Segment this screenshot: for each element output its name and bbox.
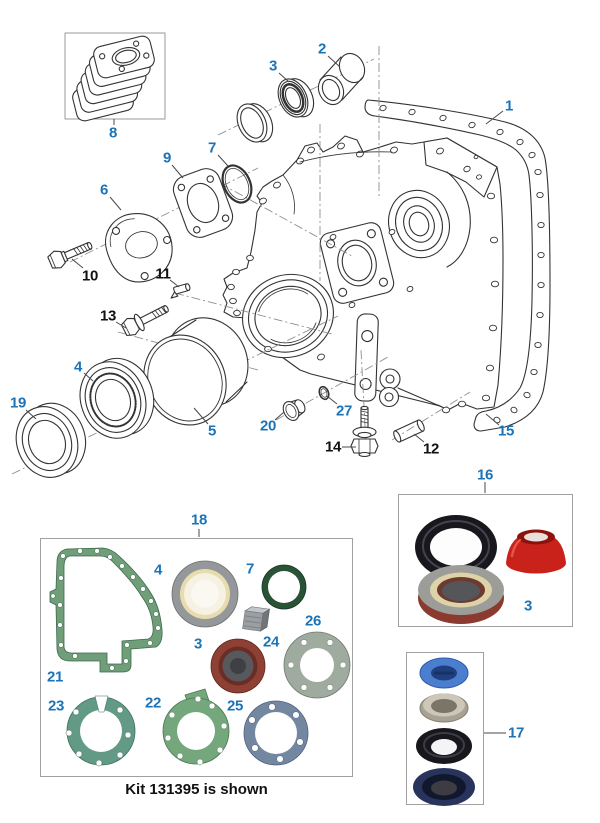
red-cone-seal-photo <box>506 529 566 574</box>
kit-gasket-22 <box>162 688 230 766</box>
callout-19[interactable]: 19 <box>9 394 27 412</box>
callout-box16-3[interactable]: 3 <box>523 597 533 615</box>
callout-17[interactable]: 17 <box>507 724 525 742</box>
callout-20[interactable]: 20 <box>259 417 277 435</box>
timing-cover-drawing <box>222 135 504 414</box>
callout-6[interactable]: 6 <box>99 181 109 199</box>
gasket-9 <box>172 168 234 238</box>
kit-seal-4 <box>171 560 239 628</box>
callout-10: 10 <box>81 267 99 285</box>
callout-8[interactable]: 8 <box>108 124 118 142</box>
callout-kit-24[interactable]: 24 <box>262 633 280 651</box>
callout-1[interactable]: 1 <box>504 97 514 115</box>
callout-13: 13 <box>99 307 117 325</box>
callout-3[interactable]: 3 <box>268 57 278 75</box>
kit-seal-3 <box>210 638 266 694</box>
seal-ring-inner <box>236 103 274 143</box>
loose-parts <box>15 32 425 478</box>
callout-5[interactable]: 5 <box>207 422 217 440</box>
callout-kit-4[interactable]: 4 <box>153 561 163 579</box>
kit-gasket-21 <box>49 547 163 673</box>
callout-9[interactable]: 9 <box>162 149 172 167</box>
callout-18[interactable]: 18 <box>190 511 208 529</box>
kit-box-18 <box>40 538 353 777</box>
kit-gasket-23 <box>65 695 136 767</box>
seal-box-16 <box>398 494 573 627</box>
bolt-14 <box>350 405 379 458</box>
sleeve-5 <box>143 317 249 426</box>
bushing-2 <box>317 52 366 106</box>
callout-kit-26[interactable]: 26 <box>304 612 322 630</box>
bolt-10 <box>47 241 93 269</box>
pin-12 <box>393 419 425 443</box>
blue-ring-photo <box>419 657 469 689</box>
plug-11 <box>170 283 191 299</box>
seal-4 <box>79 357 155 439</box>
o-ring-7 <box>221 164 253 204</box>
seal-19 <box>15 402 87 478</box>
kit-caption: Kit 131395 is shown <box>125 781 268 798</box>
sleeve-box-17 <box>406 652 484 806</box>
callout-7[interactable]: 7 <box>207 139 217 157</box>
ring-27 <box>318 385 330 401</box>
callout-14: 14 <box>324 438 342 456</box>
callout-2[interactable]: 2 <box>317 40 327 58</box>
callout-12: 12 <box>422 440 440 458</box>
gasket-stack-8 <box>64 32 166 122</box>
callout-kit-3[interactable]: 3 <box>193 635 203 653</box>
metal-sleeve-photo <box>419 693 469 723</box>
kit-block-26 <box>242 606 271 632</box>
callout-27[interactable]: 27 <box>335 402 353 420</box>
callout-kit-25[interactable]: 25 <box>226 697 244 715</box>
cup-plug-20 <box>282 399 306 421</box>
callout-kit-21[interactable]: 21 <box>46 668 64 686</box>
navy-seal-photo <box>413 768 475 806</box>
callout-11: 11 <box>155 265 171 283</box>
bolt-13 <box>120 305 169 337</box>
callout-16[interactable]: 16 <box>476 466 494 484</box>
black-seal-photo-2 <box>416 728 472 764</box>
cover-6 <box>104 213 173 283</box>
maroon-seal-photo <box>418 565 504 624</box>
callout-kit-23[interactable]: 23 <box>47 697 65 715</box>
callout-kit-22[interactable]: 22 <box>144 694 162 712</box>
callout-15[interactable]: 15 <box>497 422 515 440</box>
seal-3 <box>277 78 315 118</box>
callout-kit-7[interactable]: 7 <box>245 560 255 578</box>
kit-gasket-25 <box>243 700 309 766</box>
kit-oring-7 <box>261 564 307 610</box>
kit-gasket-24 <box>283 631 351 699</box>
gasket-1-drawing <box>364 99 551 432</box>
black-seal-photo <box>415 515 497 580</box>
callout-4[interactable]: 4 <box>73 358 83 376</box>
